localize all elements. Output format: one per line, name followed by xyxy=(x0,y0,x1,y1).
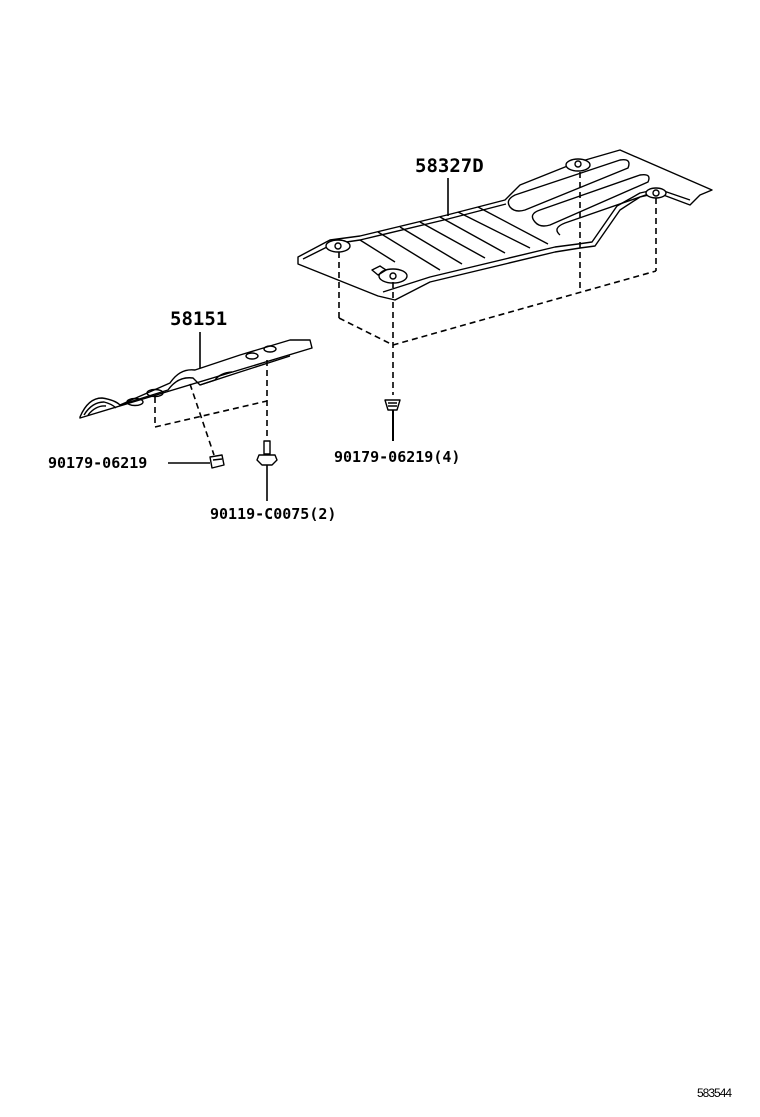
right-clip-shape xyxy=(384,399,401,411)
part-number: 90179-06219 xyxy=(334,448,434,466)
part-label-58327D[interactable]: 58327D xyxy=(415,155,484,177)
diagram-reference-number: 583544 xyxy=(697,1086,732,1100)
left-clip-shape xyxy=(209,454,225,469)
panel-58151-shape xyxy=(79,339,313,419)
part-number: 90119-C0075 xyxy=(210,505,310,523)
panel-58327D-shape xyxy=(297,149,713,301)
part-label-90179-06219-left[interactable]: 90179-06219 xyxy=(48,454,148,472)
part-label-58151[interactable]: 58151 xyxy=(170,308,228,330)
part-label-90179-06219-right[interactable]: 90179-06219(4) xyxy=(334,448,460,466)
bolt-shape xyxy=(256,440,278,466)
part-qty: (4) xyxy=(433,448,461,466)
part-label-90119-C0075[interactable]: 90119-C0075(2) xyxy=(210,505,336,523)
part-qty: (2) xyxy=(309,505,337,523)
